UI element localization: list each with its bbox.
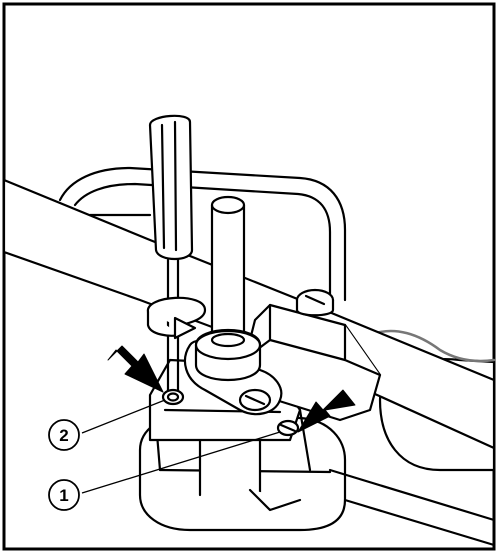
callout-2-label: 2 [59,426,68,445]
callout-2: 2 [48,419,80,451]
arrow-left [107,345,164,393]
cable [368,329,496,363]
callout-1: 1 [48,479,80,511]
screw-right [276,419,300,437]
bottom-frame [328,468,496,547]
screw-hole-left [161,388,185,406]
pointer-arrows [107,345,356,433]
clamp-top-bolt [295,288,335,317]
callout-1-label: 1 [59,486,68,505]
arrow-right [297,389,356,433]
leader-lines [81,399,281,494]
vertical-shaft [194,195,262,381]
base-plate [138,408,347,532]
rotation-arrow [146,296,207,340]
background-frame [58,166,347,302]
